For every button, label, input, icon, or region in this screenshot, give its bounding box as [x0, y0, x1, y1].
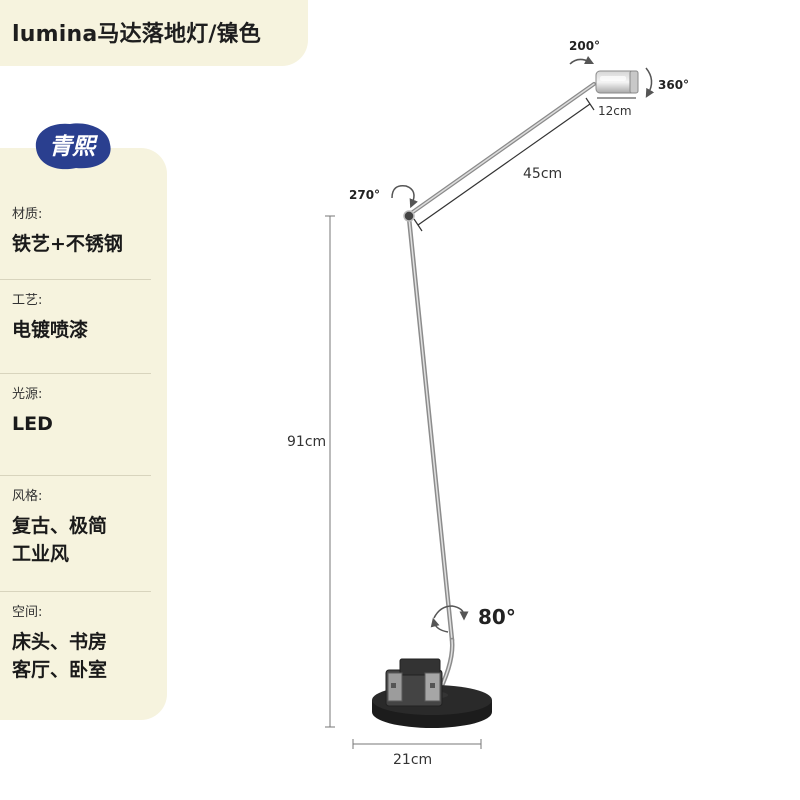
rotation-base: 80°	[430, 605, 516, 633]
brand-logo: 青熙	[35, 123, 111, 170]
elbow-joint	[403, 210, 415, 222]
spec-value: 铁艺+不锈钢	[12, 233, 123, 255]
spec-panel	[0, 148, 167, 720]
divider	[0, 591, 151, 592]
elbow-label: 270°	[349, 188, 380, 202]
title-bar: lumina马达落地灯/镍色	[0, 0, 308, 66]
rotation-elbow: 270°	[349, 185, 418, 209]
spec-label: 光源:	[12, 387, 43, 402]
base-width-dimension: 21cm	[352, 739, 482, 768]
spec-light-source: 光源: LED	[0, 380, 151, 476]
spec-value: 客厅、卧室	[12, 659, 108, 681]
lamp-head	[595, 70, 639, 94]
spec-list: 材质: 铁艺+不锈钢 工艺: 电镀喷漆 光源: LED 风格: 复古、极简 工业…	[0, 200, 151, 708]
lamp-stem	[406, 215, 455, 693]
divider	[0, 279, 151, 280]
product-title: lumina马达落地灯/镍色	[12, 22, 262, 47]
divider	[0, 475, 151, 476]
head-tilt-label: 200°	[569, 39, 600, 53]
base-rotation-label: 80°	[478, 605, 516, 629]
spec-space: 空间: 床头、书房 客厅、卧室	[0, 598, 151, 708]
spec-label: 风格:	[12, 489, 43, 504]
spec-material: 材质: 铁艺+不锈钢	[0, 200, 151, 280]
divider	[0, 373, 151, 374]
spec-label: 材质:	[12, 207, 43, 222]
rotation-head-spin: 360°	[645, 67, 689, 98]
head-width-dimension: 12cm	[597, 97, 636, 118]
brand-logo-text: 青熙	[49, 134, 99, 160]
rotation-head-tilt: 200°	[569, 39, 600, 65]
head-spin-label: 360°	[658, 78, 689, 92]
height-dimension: 91cm	[287, 215, 335, 728]
spec-value: 床头、书房	[12, 631, 108, 653]
spec-label: 工艺:	[12, 293, 43, 308]
motor-box	[385, 658, 443, 707]
spec-value: 复古、极简	[12, 515, 108, 537]
spec-value: 工业风	[12, 543, 70, 565]
lamp-upper-arm	[408, 82, 596, 216]
head-width-label: 12cm	[598, 104, 632, 118]
spec-value: 电镀喷漆	[12, 319, 89, 341]
arm-length-label: 45cm	[523, 166, 562, 182]
spec-style: 风格: 复古、极简 工业风	[0, 482, 151, 598]
base-width-label: 21cm	[393, 752, 432, 768]
arm-length-dimension: 45cm	[413, 97, 595, 232]
height-label: 91cm	[287, 434, 326, 450]
spec-label: 空间:	[12, 605, 43, 620]
spec-process: 工艺: 电镀喷漆	[0, 286, 151, 380]
spec-value: LED	[12, 413, 53, 435]
